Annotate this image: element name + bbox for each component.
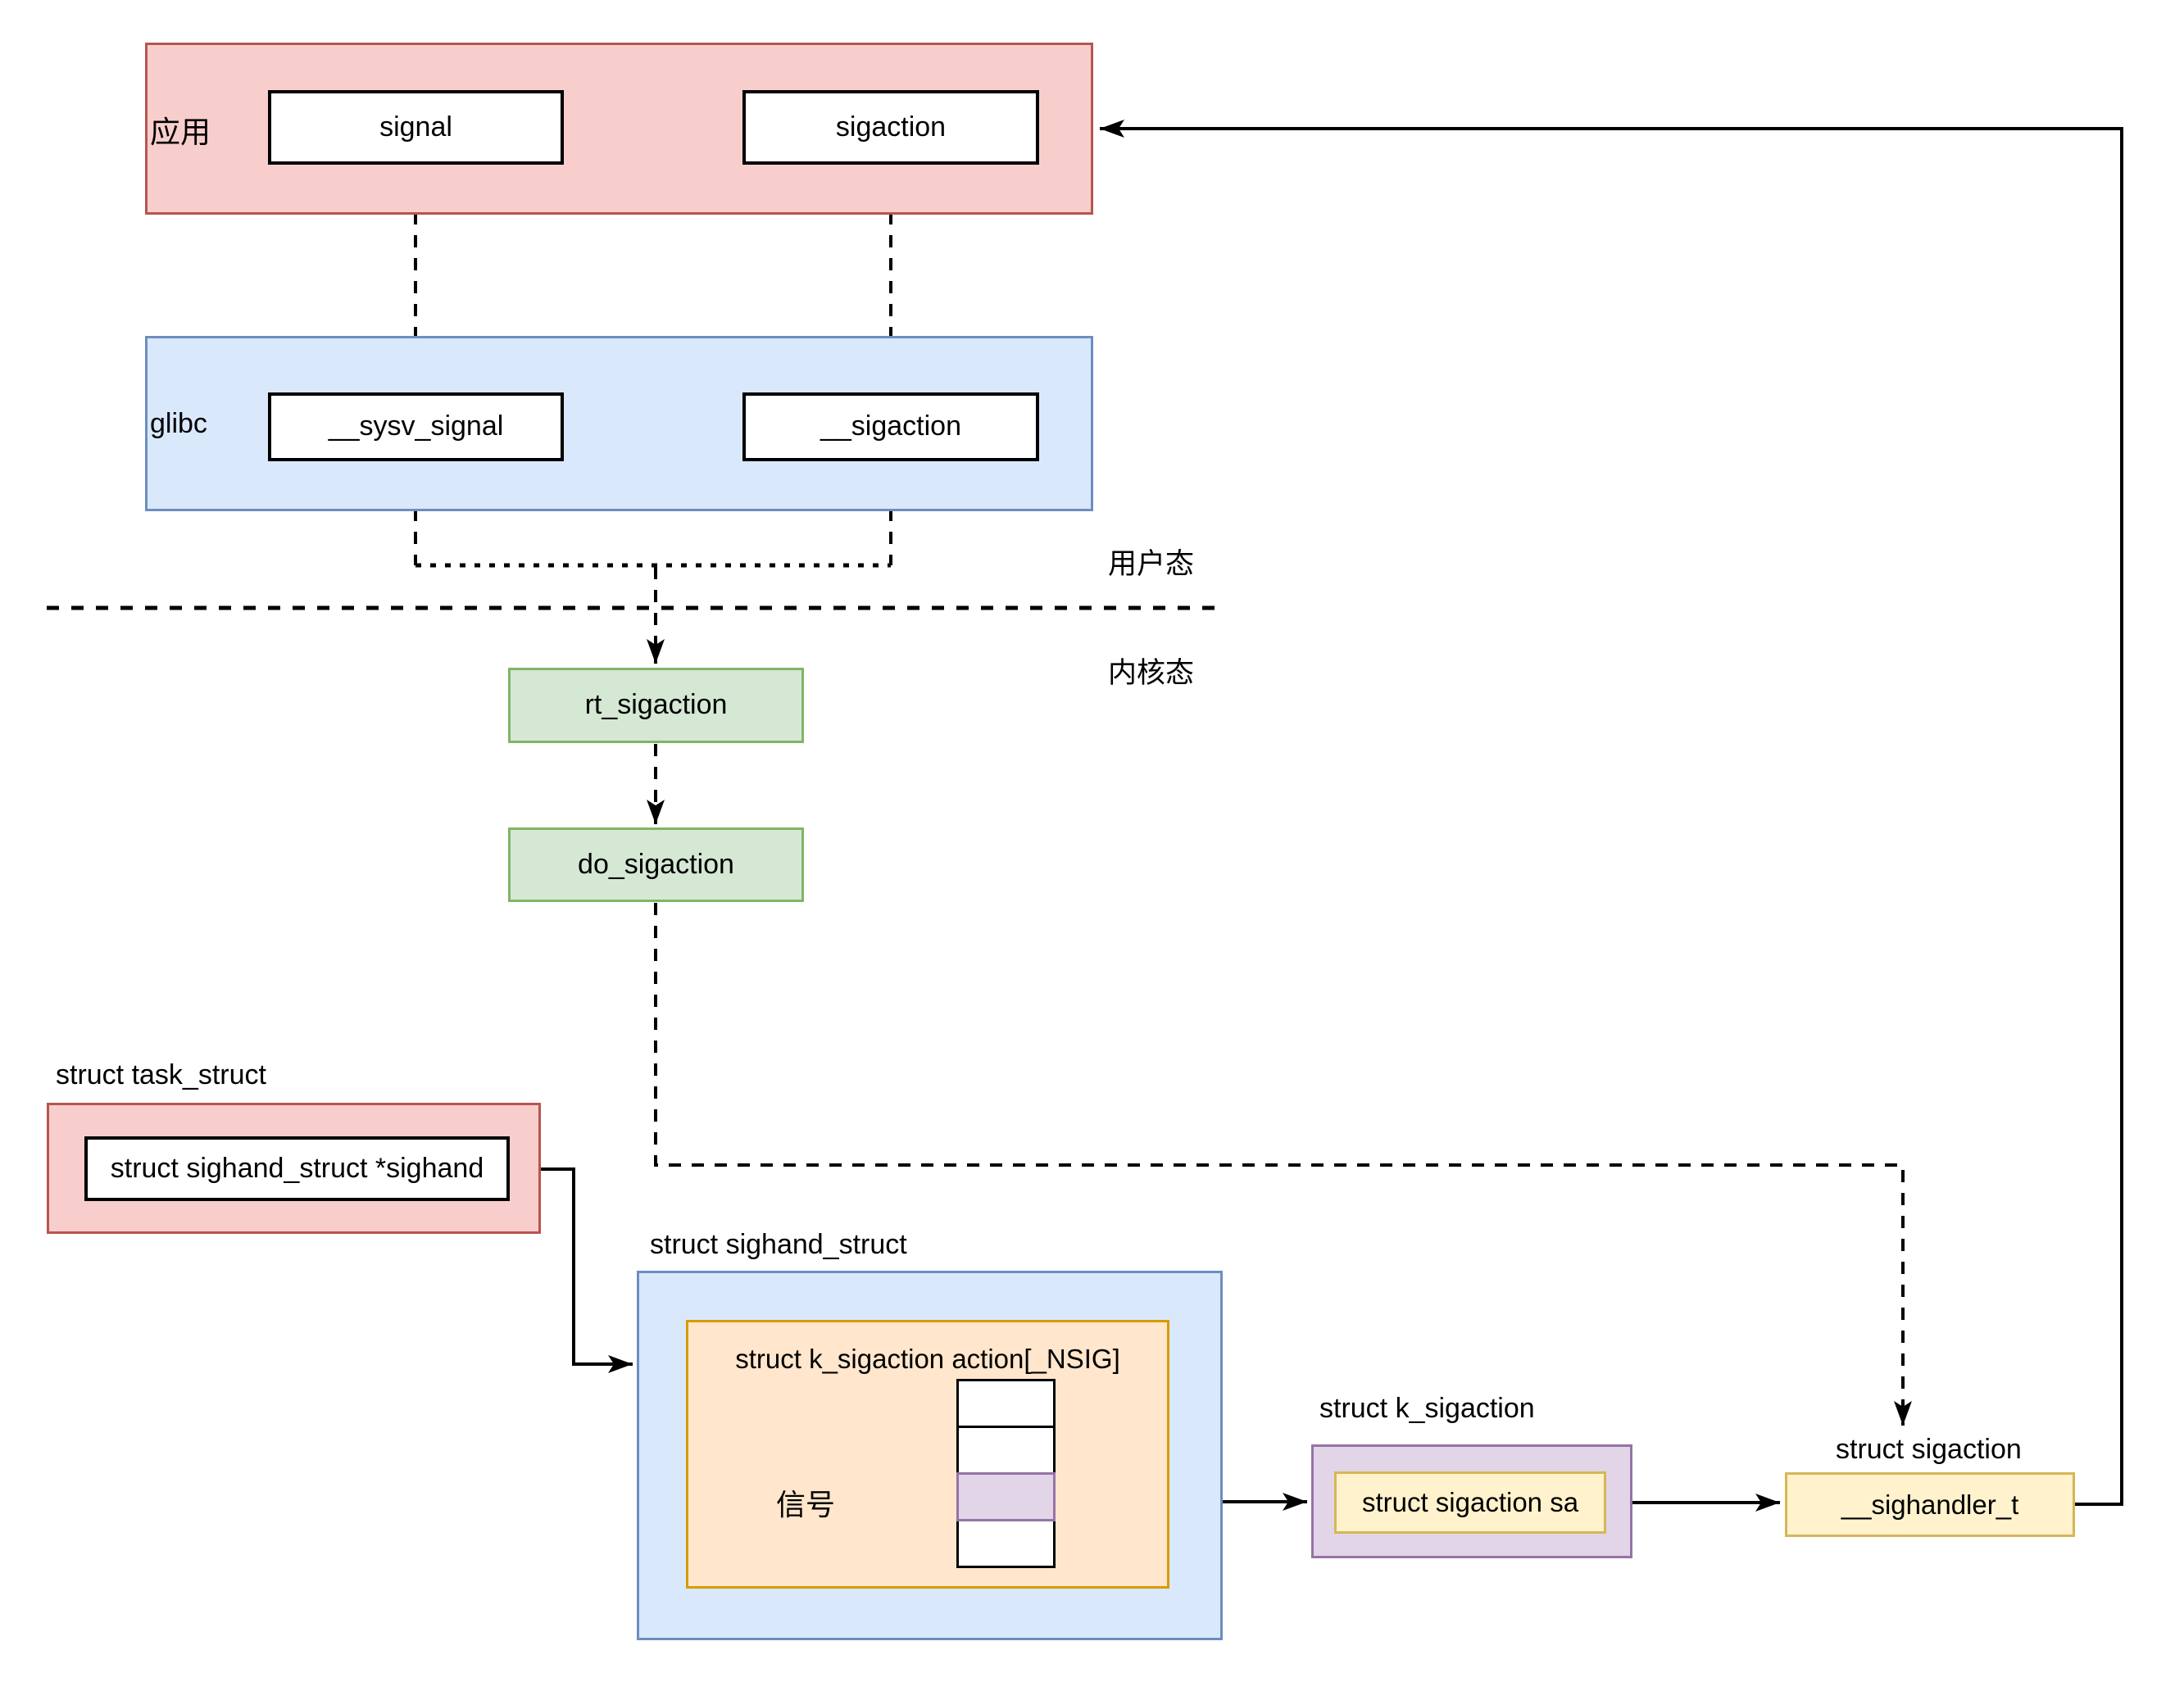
k-sigaction-title: struct k_sigaction <box>1319 1393 1535 1424</box>
sigaction-box: sigaction <box>742 90 1039 165</box>
signal-box-label: signal <box>379 111 452 143</box>
sigaction-struct-title: struct sigaction <box>1836 1434 2022 1465</box>
sigaction-box-label: sigaction <box>835 111 947 143</box>
glibc-sigaction-box: __sigaction <box>742 392 1039 461</box>
array-cell <box>956 1426 1056 1475</box>
rt-sigaction-label: rt_sigaction <box>584 689 728 721</box>
kernel-mode-label: 内核态 <box>1108 657 1195 689</box>
app-container-label: 应用 <box>150 116 211 150</box>
do-sigaction-box: do_sigaction <box>508 827 804 902</box>
rt-sigaction-box: rt_sigaction <box>508 668 804 743</box>
sysv-signal-box: __sysv_signal <box>268 392 564 461</box>
action-array-container: struct k_sigaction action[_NSIG] <box>686 1320 1169 1589</box>
signal-number-label: 信号 <box>776 1489 836 1521</box>
sighand-pointer-field: struct sighand_struct *sighand <box>84 1136 510 1201</box>
action-array <box>956 1379 1056 1568</box>
signal-box: signal <box>268 90 564 165</box>
glibc-sigaction-box-label: __sigaction <box>820 410 961 442</box>
array-cell <box>956 1519 1056 1568</box>
array-cell-selected <box>956 1472 1056 1521</box>
sigaction-sa-field: struct sigaction sa <box>1334 1471 1606 1534</box>
sighand-struct-title: struct sighand_struct <box>650 1229 907 1260</box>
action-array-label: struct k_sigaction action[_NSIG] <box>735 1344 1120 1374</box>
sysv-signal-box-label: __sysv_signal <box>328 410 504 442</box>
sighand-pointer-label: struct sighand_struct *sighand <box>110 1152 484 1184</box>
glibc-container-label: glibc <box>150 408 207 439</box>
array-cell <box>956 1379 1056 1428</box>
user-mode-label: 用户态 <box>1108 548 1195 580</box>
task-struct-title: struct task_struct <box>56 1059 266 1090</box>
sighandler-t-box: __sighandler_t <box>1785 1472 2075 1537</box>
arrow-sighandler-back-to-app <box>1100 120 2123 1506</box>
sigaction-sa-label: struct sigaction sa <box>1361 1487 1579 1518</box>
do-sigaction-label: do_sigaction <box>578 848 734 880</box>
sighandler-t-label: __sighandler_t <box>1841 1489 2019 1520</box>
